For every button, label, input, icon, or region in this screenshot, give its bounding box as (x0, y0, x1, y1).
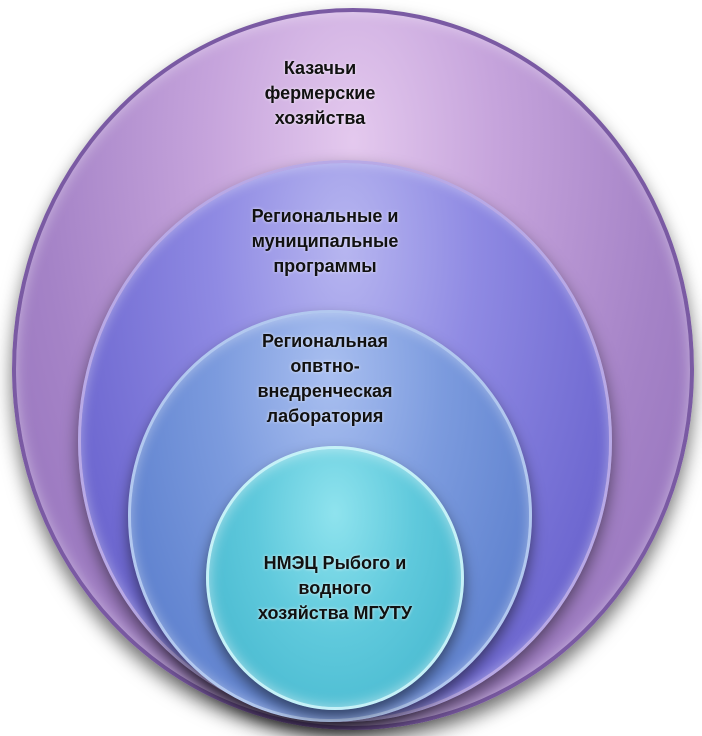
label-line: фермерские (264, 83, 376, 103)
label-research-center: НМЭЦ Рыбого и водного хозяйства МГУТУ (225, 551, 445, 626)
label-line: внедренческая (257, 381, 393, 401)
label-line: хозяйства МГУТУ (257, 603, 413, 623)
label-line: хозяйства (274, 108, 366, 128)
label-regional-laboratory: Региональная опвтно- внедренческая лабор… (220, 329, 430, 429)
label-line: Региональные и (251, 206, 399, 226)
label-regional-programs: Региональные и муниципальные программы (205, 204, 445, 279)
label-line: НМЭЦ Рыбого и (263, 553, 407, 573)
label-line: программы (273, 256, 377, 276)
label-line: опвтно- (290, 356, 360, 376)
label-line: Казачьи (283, 58, 357, 78)
label-line: Региональная (262, 331, 388, 351)
label-line: муниципальные (251, 231, 399, 251)
ring-research-center (206, 446, 464, 710)
label-line: водного (298, 578, 372, 598)
label-cossack-farms: Казачьи фермерские хозяйства (220, 56, 420, 131)
label-line: лаборатория (266, 406, 384, 426)
